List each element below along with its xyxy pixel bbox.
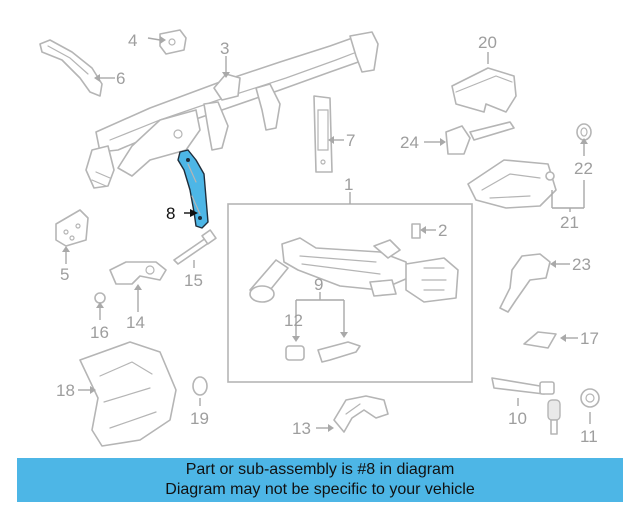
leader-lines bbox=[62, 36, 591, 432]
part-21-drawing bbox=[467, 159, 557, 209]
callout-17: 17 bbox=[580, 329, 599, 348]
part-6-drawing bbox=[39, 39, 103, 97]
callout-10: 10 bbox=[508, 409, 527, 428]
part-10-drawing bbox=[491, 377, 561, 435]
callout-6: 6 bbox=[116, 69, 125, 88]
callout-24: 24 bbox=[400, 133, 419, 152]
callout-4: 4 bbox=[128, 31, 137, 50]
callout-3: 3 bbox=[220, 39, 229, 58]
part-3-drawing bbox=[85, 31, 379, 189]
callout-7: 7 bbox=[346, 131, 355, 150]
callout-2: 2 bbox=[438, 221, 447, 240]
callout-16: 16 bbox=[90, 323, 109, 342]
part-13-drawing bbox=[333, 395, 389, 433]
callout-14: 14 bbox=[126, 313, 145, 332]
callout-23: 23 bbox=[572, 255, 591, 274]
part-7-drawing bbox=[313, 95, 333, 173]
part-1-drawing bbox=[227, 203, 473, 383]
callout-9: 9 bbox=[314, 275, 323, 294]
part-15-drawing bbox=[173, 229, 217, 265]
callout-22: 22 bbox=[574, 159, 593, 178]
part-12-drawing bbox=[285, 345, 305, 361]
banner-line-2: Diagram may not be specific to your vehi… bbox=[165, 481, 475, 498]
part-2-drawing bbox=[411, 223, 421, 239]
callout-19: 19 bbox=[190, 409, 209, 428]
part-23-drawing bbox=[499, 253, 551, 313]
callout-5: 5 bbox=[60, 265, 69, 284]
part-8-drawing bbox=[177, 149, 209, 229]
part-info-banner: Part or sub-assembly is #8 in diagram Di… bbox=[17, 458, 623, 502]
callout-1: 1 bbox=[344, 175, 353, 194]
part-14-drawing bbox=[109, 261, 167, 285]
callout-8: 8 bbox=[166, 204, 175, 223]
callout-15: 15 bbox=[184, 271, 203, 290]
banner-line-1: Part or sub-assembly is #8 in diagram bbox=[185, 461, 455, 478]
part-19-drawing bbox=[192, 376, 208, 396]
part-22-drawing bbox=[576, 123, 592, 141]
part-24-drawing bbox=[445, 121, 515, 155]
part-9-drawing bbox=[317, 341, 361, 363]
part-11-drawing bbox=[580, 388, 600, 408]
callout-11: 11 bbox=[580, 427, 598, 446]
callout-12: 12 bbox=[284, 311, 303, 330]
callout-18: 18 bbox=[56, 381, 75, 400]
part-4-drawing bbox=[159, 29, 187, 55]
part-5-drawing bbox=[55, 209, 89, 247]
part-17-drawing bbox=[523, 331, 557, 349]
callout-13: 13 bbox=[292, 419, 311, 438]
callout-21: 21 bbox=[560, 213, 579, 232]
parts-diagram: 4 6 3 7 1 2 8 5 15 14 16 9 12 18 19 13 2… bbox=[39, 29, 600, 447]
part-18-drawing bbox=[79, 341, 177, 447]
callout-20: 20 bbox=[478, 33, 497, 52]
part-20-drawing bbox=[451, 67, 517, 113]
part-16-drawing bbox=[94, 292, 106, 304]
